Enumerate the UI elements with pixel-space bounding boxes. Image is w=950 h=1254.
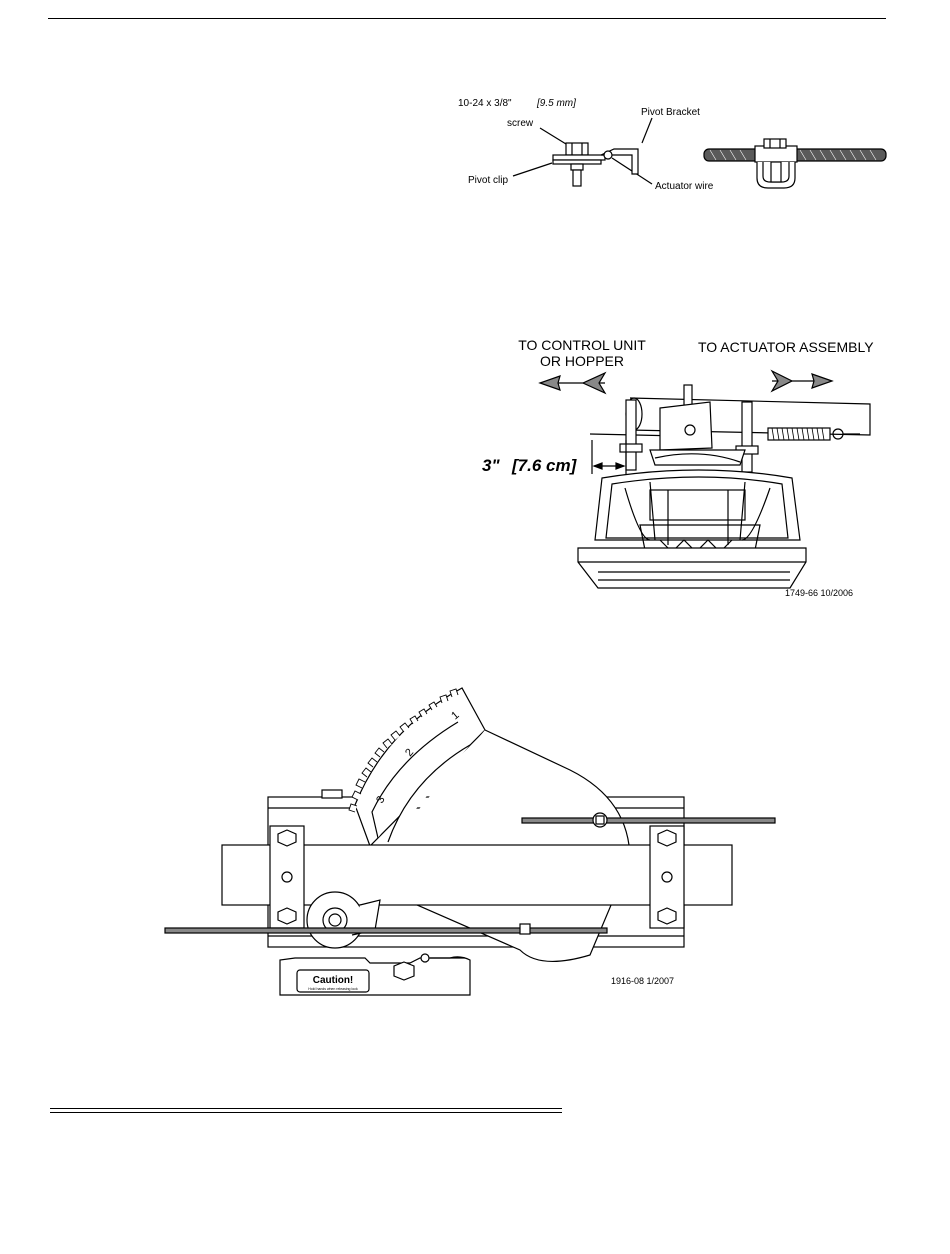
- caution-label: Caution!: [313, 975, 354, 986]
- bottom-rule: [50, 1108, 562, 1113]
- caution-sub-label: Hold hands when releasing lock: [308, 987, 358, 991]
- actuator-drawing: 1 2 3: [0, 0, 950, 1010]
